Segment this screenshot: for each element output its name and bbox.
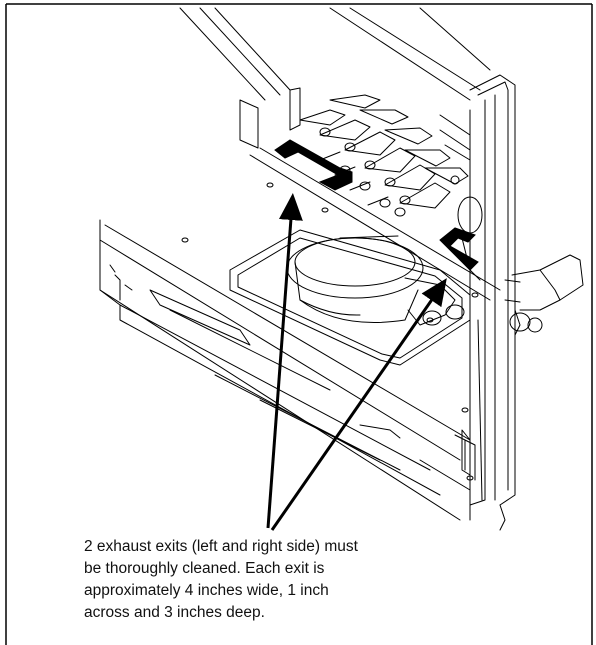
caption-line-1: 2 exhaust exits (left and right side) mu… <box>84 538 358 555</box>
caption-line-4: across and 3 inches deep. <box>84 604 265 621</box>
caption-line-3: approximately 4 inches wide, 1 inch <box>84 582 329 599</box>
caption-line-2: be thoroughly cleaned. Each exit is <box>84 560 325 577</box>
oven-line-art <box>99 7 584 531</box>
right-exhaust-exit <box>439 227 479 271</box>
arrow-to-left-exit <box>266 193 303 529</box>
left-exhaust-exit <box>274 139 353 191</box>
figure-border <box>5 3 593 645</box>
caption: 2 exhaust exits (left and right side) mu… <box>84 536 484 624</box>
callout-arrows <box>266 193 447 531</box>
arrow-to-right-exit <box>270 278 447 531</box>
